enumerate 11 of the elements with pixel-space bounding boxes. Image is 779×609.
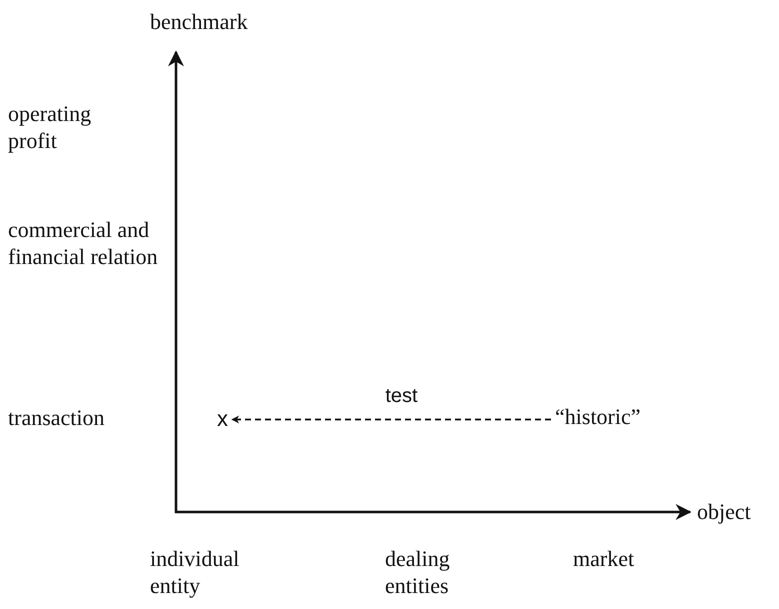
axis-title: object xyxy=(697,498,751,525)
axis-title: benchmark xyxy=(150,8,248,35)
point-label: “historic” xyxy=(555,403,641,430)
axis-category-label: operating profit xyxy=(8,100,92,154)
arrow xyxy=(231,416,551,424)
point-marker: x xyxy=(217,405,228,432)
axis-category-label: dealing entities xyxy=(385,545,451,599)
axis-category-label: market xyxy=(573,545,634,572)
axis-category-label: commercial and financial relation xyxy=(8,216,158,270)
axis-category-label: transaction xyxy=(8,404,105,431)
axis-category-label: individual entity xyxy=(150,545,240,599)
